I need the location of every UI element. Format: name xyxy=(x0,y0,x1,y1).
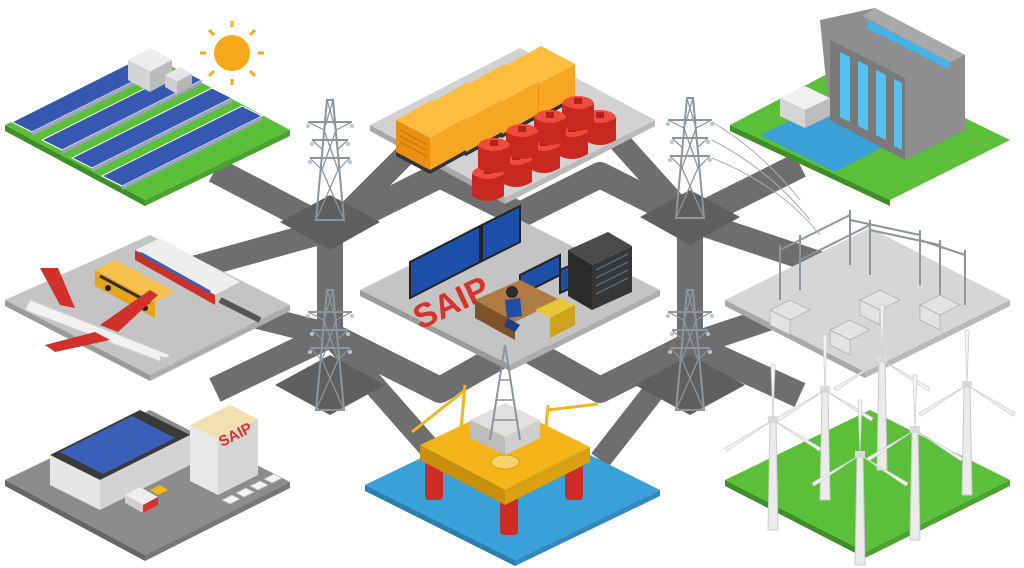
road-junctions xyxy=(275,190,745,415)
operator-desk xyxy=(475,280,575,340)
control-room-icon: SAIP xyxy=(360,204,660,371)
airplane xyxy=(24,268,175,366)
factory-icon: SAIP xyxy=(5,405,290,561)
solar-farm-icon xyxy=(5,48,290,206)
parked-cars xyxy=(221,473,283,505)
inverter-cabinet xyxy=(128,48,192,94)
server-rack xyxy=(568,232,632,310)
wind-farm-icon xyxy=(724,304,1016,566)
diesel-generator-icon xyxy=(370,45,655,204)
substation-icon xyxy=(725,210,1010,378)
train xyxy=(135,238,262,323)
dam-generator-house xyxy=(780,86,830,128)
offshore-platform-icon xyxy=(365,344,660,566)
sun-icon xyxy=(200,21,264,85)
truck xyxy=(125,485,168,513)
power-lines xyxy=(711,121,821,236)
transport-hub-icon xyxy=(5,235,290,381)
hydro-dam-icon xyxy=(730,8,1010,206)
